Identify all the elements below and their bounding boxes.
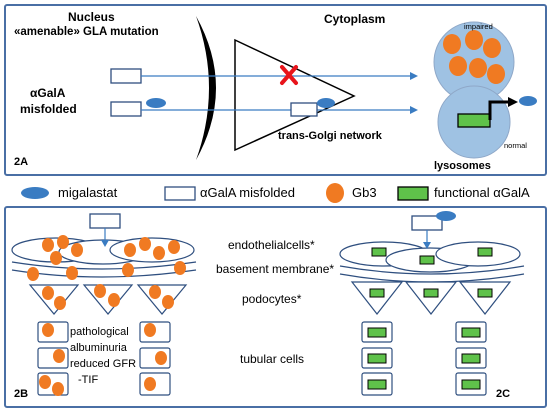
golgi-label: trans-Golgi network [278,130,382,142]
misfolded-protein-2 [110,101,142,117]
functional-enzymes-2c [367,247,493,390]
gb3-lyso-5 [469,58,487,78]
legend-migalastat-label: migalastat [58,185,118,200]
migalastat-right [436,211,456,221]
legend-functional-icon [397,186,429,201]
basement-membrane-left [11,261,197,270]
legend-misfolded-icon [164,186,196,201]
basement-membrane-right [339,265,525,275]
legend-migalastat-icon [21,187,49,199]
gla-mutation-label: «amenable» GLA mutation [14,26,159,38]
legend-gb3-label: Gb3 [352,185,377,200]
pathology-line-4: -TIF [78,374,99,386]
misfolded-label: misfolded [20,102,77,116]
golgi-migalastat [317,98,335,108]
release-arrow-head [508,97,518,107]
legend-misfolded-label: αGalA misfolded [200,185,295,200]
arrow-blocked-head [410,72,418,80]
pathology-line-3: reduced GFR [70,358,137,370]
arrow-rescued-head [410,106,418,114]
released-migalastat [519,96,537,106]
gb3-lyso-4 [449,56,467,76]
gb3-lyso-3 [483,38,501,58]
lysosome-functional-enzyme [457,113,491,128]
panel-2c-label: 2C [496,388,511,400]
panel-2b-2c [4,206,547,408]
impaired-label: impaired [464,22,493,31]
gb3-deposits-2b [27,235,186,396]
panel-2b-label: 2B [14,388,29,400]
pathology-line-1: pathological [70,326,129,338]
legend-functional-label: functional αGalA [434,185,530,200]
misfolded-protein-1 [110,68,142,84]
gb3-lyso-6 [487,64,505,84]
nucleus-label: Nucleus [68,10,115,24]
cytoplasm-label: Cytoplasm [324,12,386,26]
podocytes-right [350,281,512,315]
panel-2a-label: 2A [14,156,29,168]
release-arrow [488,100,510,120]
endothelial-label: endothelialcells* [228,238,315,252]
nuclear-envelope [196,16,216,160]
lysosomes-label: lysosomes [434,160,491,172]
pathology-line-2: albuminuria [70,342,127,354]
agala-label: αGalA [30,86,66,100]
golgi-misfolded-protein [290,102,318,117]
migalastat-nucleus [146,98,166,108]
blocked-cross [280,65,298,85]
normal-label: normal [504,141,527,150]
legend-gb3-icon [326,183,344,203]
gb3-lyso-2 [465,30,483,50]
basement-membrane-label: basement membrane* [216,262,335,276]
gb3-lyso-1 [443,34,461,54]
tubular-cells-label: tubular cells [240,352,305,366]
podocytes-label: podocytes* [242,292,302,306]
